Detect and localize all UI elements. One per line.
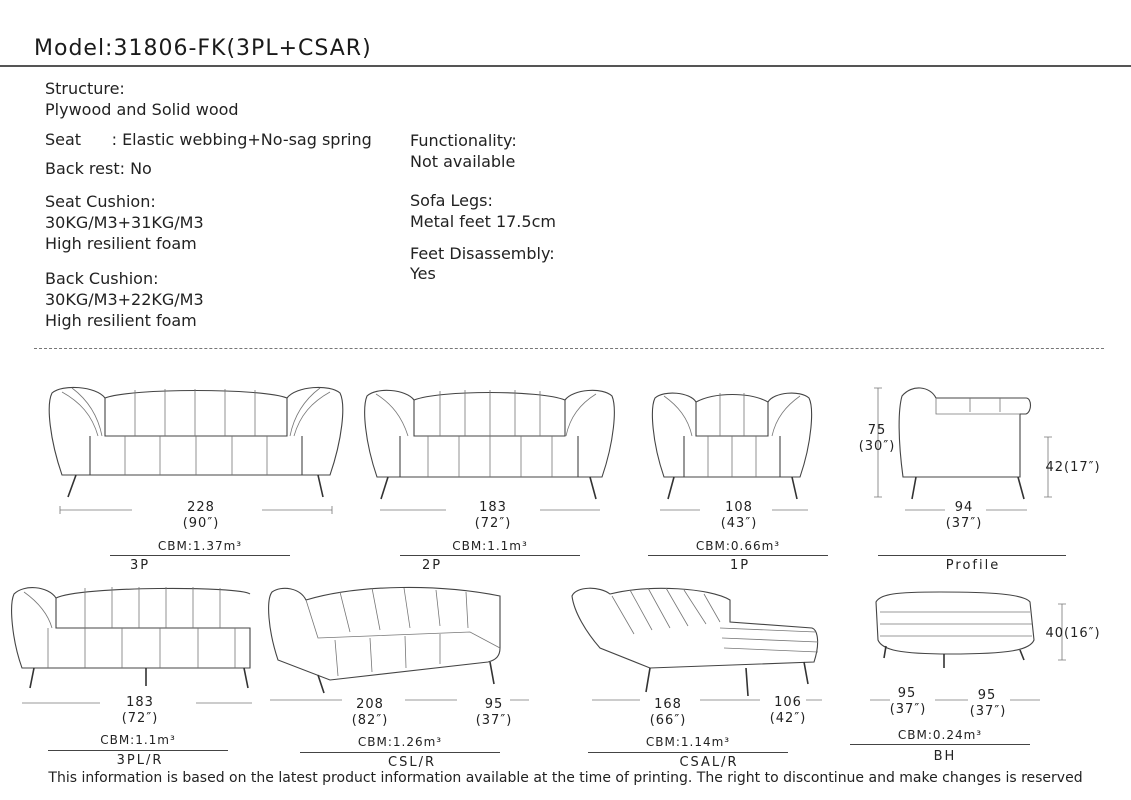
sofa-3pl-drawing [11, 587, 251, 689]
csl-code: CSL/R [388, 755, 436, 770]
p2-cbm: CBM:1.1m³ [452, 539, 528, 553]
ottoman-bh-drawing [870, 591, 1066, 701]
csal-width-cm: 168 [654, 697, 682, 712]
structure-value: Plywood and Solid wood [45, 100, 239, 119]
csal-depth-cm: 106 [774, 695, 802, 710]
sofa-2p-drawing [364, 389, 615, 500]
p3-width-cm: 228 [187, 500, 215, 515]
p1-width-in: (43″) [720, 516, 758, 531]
sofa-csl-drawing [268, 586, 529, 701]
p1-width-cm: 108 [725, 500, 753, 515]
bh-width-cm: 95 [897, 686, 917, 701]
bh-code: BH [933, 749, 957, 764]
p3pl-width-cm: 183 [126, 695, 154, 710]
bh-height: 40(16″) [1045, 626, 1101, 641]
bh-underline [850, 744, 1030, 745]
title-divider [0, 65, 1131, 67]
p2-width-cm: 183 [479, 500, 507, 515]
p3-width-in: (90″) [182, 516, 220, 531]
feet-disassembly-label: Feet Disassembly: [410, 244, 555, 263]
sofa-3p-drawing [48, 386, 344, 498]
sofa-1p-drawing [651, 392, 813, 500]
back-rest-spec: Back rest: No [45, 159, 152, 178]
csl-underline [300, 752, 500, 753]
p2-underline [400, 555, 580, 556]
feet-disassembly-value: Yes [410, 264, 436, 283]
back-cushion-foam: High resilient foam [45, 311, 197, 330]
csal-code: CSAL/R [679, 755, 739, 770]
bh-depth-in: (37″) [969, 704, 1007, 719]
sofa-legs-label: Sofa Legs: [410, 191, 493, 210]
profile-depth-in: (37″) [945, 516, 983, 531]
functionality-value: Not available [410, 152, 516, 171]
csal-underline [588, 752, 788, 753]
bh-cbm: CBM:0.24m³ [897, 728, 983, 742]
p3-cbm: CBM:1.37m³ [157, 539, 243, 553]
profile-height-in: (30″) [858, 439, 896, 454]
csal-cbm: CBM:1.14m³ [645, 735, 731, 749]
p1-cbm: CBM:0.66m³ [695, 539, 781, 553]
seat-cushion-label: Seat Cushion: [45, 192, 156, 211]
csl-depth-in: (37″) [475, 713, 513, 728]
functionality-label: Functionality: [410, 131, 517, 150]
profile-drawing [874, 387, 1052, 511]
sofa-csal-drawing [571, 587, 822, 701]
seat-cushion-foam: High resilient foam [45, 234, 197, 253]
p3pl-underline [48, 750, 228, 751]
structure-label: Structure: [45, 79, 125, 98]
csl-cbm: CBM:1.26m³ [357, 735, 443, 749]
csal-depth-in: (42″) [769, 711, 807, 726]
p2-code: 2P [421, 558, 443, 573]
seat-cushion-density: 30KG/M3+31KG/M3 [45, 213, 204, 232]
back-cushion-label: Back Cushion: [45, 269, 159, 288]
back-cushion-density: 30KG/M3+22KG/M3 [45, 290, 204, 309]
csl-width-in: (82″) [351, 713, 389, 728]
p3pl-cbm: CBM:1.1m³ [100, 733, 176, 747]
profile-height-cm: 75 [867, 423, 887, 438]
model-title: Model:31806-FK(3PL+CSAR) [34, 36, 372, 61]
seat-spec: Seat : Elastic webbing+No-sag spring [45, 130, 372, 149]
csl-depth-cm: 95 [484, 697, 504, 712]
sofa-legs-value: Metal feet 17.5cm [410, 212, 556, 231]
bh-depth-cm: 95 [977, 688, 997, 703]
bh-width-in: (37″) [889, 702, 927, 717]
p3-code: 3P [129, 558, 151, 573]
csal-width-in: (66″) [649, 713, 687, 728]
p3pl-width-in: (72″) [121, 711, 159, 726]
p1-underline [648, 555, 828, 556]
section-divider [34, 348, 1104, 349]
profile-depth-cm: 94 [954, 500, 974, 515]
profile-underline [878, 555, 1066, 556]
p3-underline [110, 555, 290, 556]
csl-width-cm: 208 [356, 697, 384, 712]
p2-width-in: (72″) [474, 516, 512, 531]
profile-code: Profile [945, 558, 1001, 573]
p1-code: 1P [729, 558, 751, 573]
p3pl-code: 3PL/R [116, 753, 164, 768]
disclaimer-footer: This information is based on the latest … [48, 770, 1083, 786]
profile-seat-height: 42(17″) [1045, 460, 1101, 475]
